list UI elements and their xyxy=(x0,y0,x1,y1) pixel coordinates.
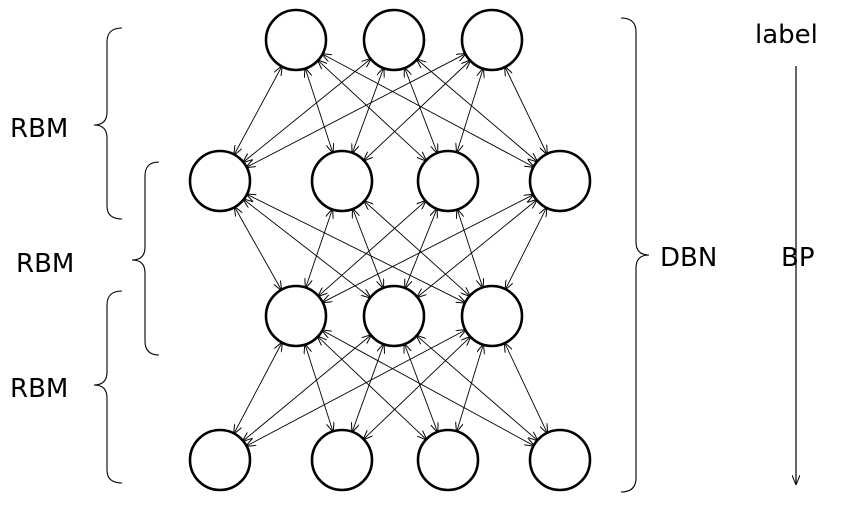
edge-l0n2-l1n1 xyxy=(364,61,470,161)
layer-bottom-node-2 xyxy=(416,428,480,492)
bp-label: BP xyxy=(781,243,815,273)
layer-top-node-2 xyxy=(460,8,524,72)
edge-l1n1-l2n0 xyxy=(306,209,333,287)
brace-rbm-middle xyxy=(131,161,160,356)
layer-bottom-node-1 xyxy=(310,428,374,492)
layer-hidden-2-node-0 xyxy=(188,149,252,213)
edge-l1n3-l2n2 xyxy=(506,208,547,289)
edge-l0n0-l1n1 xyxy=(305,69,332,153)
edge-l1n1-l2n2 xyxy=(364,201,469,296)
edge-l2n1-l3n2 xyxy=(405,344,438,432)
edge-l2n0-l3n3 xyxy=(322,330,533,445)
rbm-middle-label: RBM xyxy=(16,249,74,279)
connection-edges xyxy=(234,54,547,446)
rbm-top-label: RBM xyxy=(10,114,68,144)
edge-l0n0-l1n2 xyxy=(318,60,426,160)
layer-hidden-1-node-0 xyxy=(264,284,328,348)
edge-l1n2-l2n2 xyxy=(457,210,482,288)
edge-l1n0-l2n0 xyxy=(235,207,282,290)
edge-l2n0-l3n1 xyxy=(305,345,333,432)
layer-bottom-node-0 xyxy=(188,428,252,492)
dbn-label: DBN xyxy=(660,243,717,273)
edge-l0n2-l1n3 xyxy=(505,67,547,154)
edge-l2n0-l3n0 xyxy=(234,343,282,434)
edge-l0n0-l1n0 xyxy=(234,66,282,154)
edge-l2n2-l3n2 xyxy=(457,345,483,432)
brace-dbn xyxy=(620,17,650,493)
layer-hidden-1-node-2 xyxy=(460,284,524,348)
edge-l2n0-l3n2 xyxy=(318,337,426,440)
edge-l2n2-l3n3 xyxy=(505,343,547,433)
layer-hidden-2-node-1 xyxy=(310,149,374,213)
layer-hidden-2-node-2 xyxy=(416,149,480,213)
edge-l1n3-l2n0 xyxy=(323,195,534,303)
brace-rbm-bottom xyxy=(93,290,123,484)
edge-l0n0-l1n3 xyxy=(323,54,534,167)
rbm-bottom-label: RBM xyxy=(10,374,68,404)
edge-l2n2-l3n1 xyxy=(364,337,471,439)
edge-l1n3-l2n1 xyxy=(417,200,536,297)
edge-l1n2-l2n0 xyxy=(318,201,425,296)
layer-hidden-2-node-3 xyxy=(528,149,592,213)
edge-l1n1-l2n1 xyxy=(353,209,383,288)
neuron-nodes xyxy=(188,8,592,492)
edge-l0n2-l1n2 xyxy=(457,69,483,153)
edge-l0n1-l1n1 xyxy=(352,68,383,153)
label-text: label xyxy=(755,20,818,50)
edge-l1n2-l2n1 xyxy=(405,209,437,288)
layer-hidden-1-node-1 xyxy=(362,284,426,348)
layer-top-node-0 xyxy=(264,8,328,72)
layer-top-node-1 xyxy=(362,8,426,72)
edge-l0n1-l1n2 xyxy=(405,68,438,153)
layer-bottom-node-3 xyxy=(528,428,592,492)
brace-rbm-top xyxy=(93,27,123,220)
